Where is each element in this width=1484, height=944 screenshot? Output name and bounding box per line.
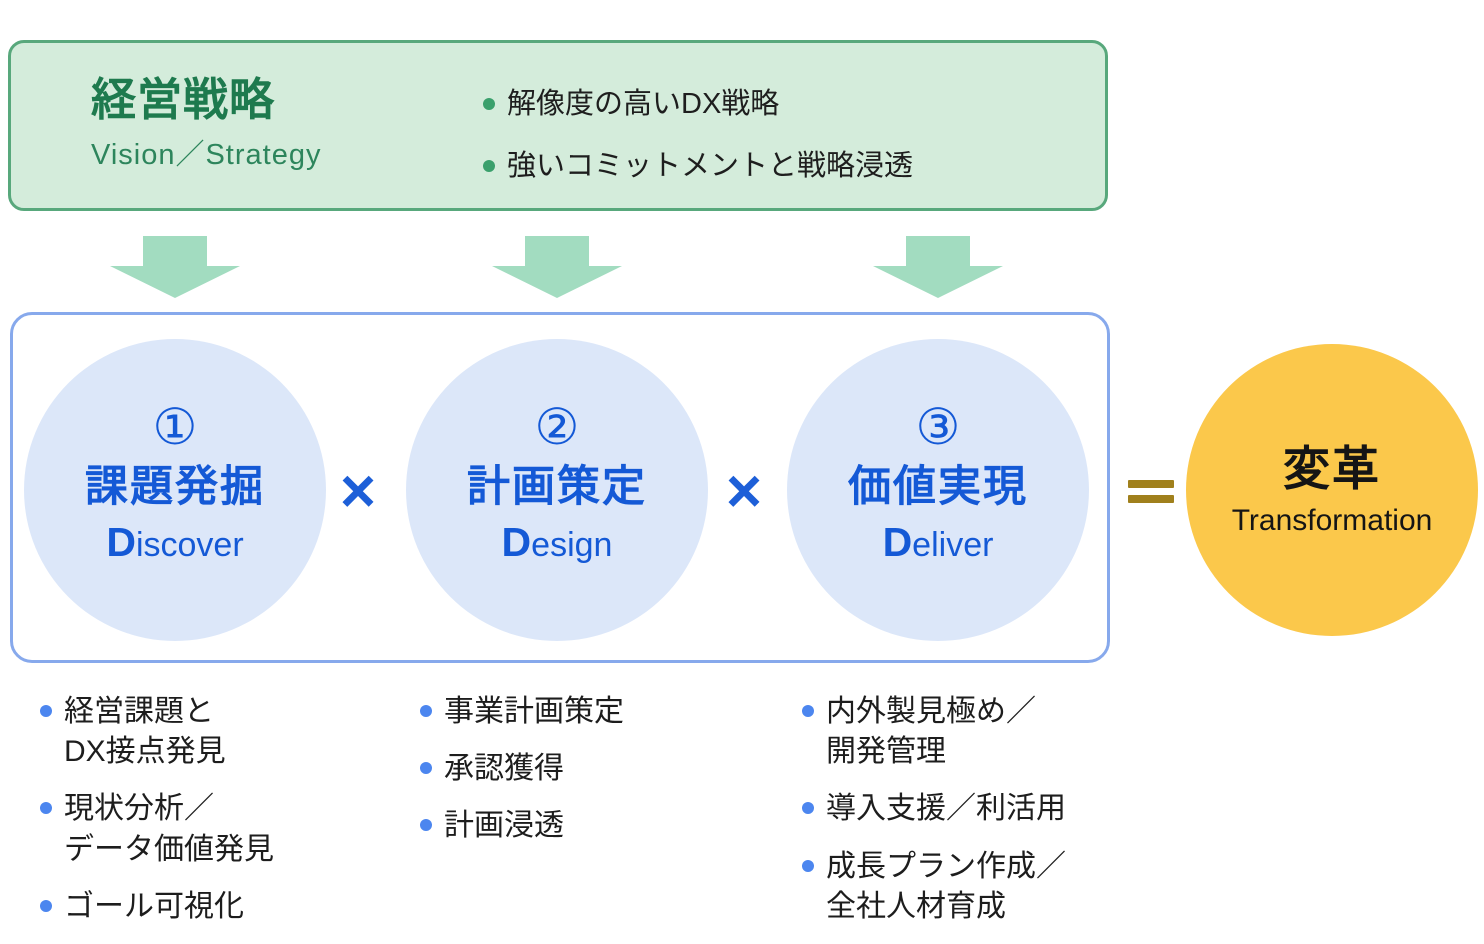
- deliver-bullet-list: 内外製見極め／開発管理導入支援／利活用成長プラン作成／全社人材育成: [802, 692, 1172, 944]
- list-item: 解像度の高いDX戦略: [483, 85, 913, 124]
- bullet-dot-icon: [420, 705, 432, 717]
- bullet-dot-icon: [420, 819, 432, 832]
- step-label: Discover: [106, 519, 243, 566]
- multiply-sign: ×: [339, 457, 377, 526]
- equals-sign: [1128, 480, 1174, 503]
- strategy-heading: 経営戦略 Vision／Strategy: [91, 75, 321, 173]
- list-item: 計画浸透: [420, 806, 790, 846]
- step-label-lead: D: [106, 519, 136, 566]
- bullet-text: 計画浸透: [444, 809, 564, 843]
- step-label-lead: D: [882, 519, 913, 566]
- step-title: 価値実現: [848, 462, 1028, 511]
- bullet-text: 現状分析／データ価値発見: [64, 792, 274, 866]
- step-title: 課題発掘: [85, 462, 265, 511]
- strategy-box: 経営戦略 Vision／Strategy 解像度の高いDX戦略強いコミットメント…: [8, 40, 1108, 211]
- bullet-dot-icon: [483, 98, 495, 110]
- bullet-text: 解像度の高いDX戦略: [507, 88, 780, 120]
- step-title: 計画策定: [467, 462, 647, 511]
- equals-bar: [1128, 495, 1174, 503]
- bullet-text: 承認獲得: [444, 752, 564, 786]
- bullet-text: ゴール可視化: [64, 889, 244, 923]
- list-item: 事業計画策定: [420, 692, 790, 732]
- step-label-rest: iscover: [135, 526, 244, 565]
- result-title: 変革: [1283, 441, 1381, 495]
- down-arrow-icon: [492, 236, 622, 298]
- list-item: 導入支援／利活用: [802, 789, 1172, 829]
- list-item: 現状分析／データ価値発見: [40, 789, 410, 869]
- equals-bar: [1128, 480, 1174, 488]
- step-number: ①: [152, 398, 198, 455]
- bullet-text: 成長プラン作成／全社人材育成: [826, 849, 1066, 923]
- strategy-title: 経営戦略: [91, 74, 276, 125]
- bullet-dot-icon: [483, 159, 495, 172]
- list-item: 強いコミットメントと戦略浸透: [483, 147, 913, 186]
- step-label-lead: D: [501, 519, 532, 566]
- step-circle-design: ② 計画策定 Design: [406, 339, 708, 641]
- bullet-dot-icon: [802, 705, 814, 717]
- bullet-text: 内外製見極め／開発管理: [826, 695, 1036, 769]
- result-subtitle: Transformation: [1231, 504, 1433, 538]
- design-bullet-list: 事業計画策定承認獲得計画浸透: [420, 692, 790, 864]
- bullet-dot-icon: [420, 762, 432, 775]
- step-label: Design: [502, 519, 613, 566]
- bullet-dot-icon: [802, 859, 814, 872]
- step-number: ②: [534, 398, 580, 455]
- bullet-text: 導入支援／利活用: [826, 792, 1066, 826]
- bullet-dot-icon: [40, 899, 52, 912]
- bullet-dot-icon: [40, 705, 52, 717]
- bullet-text: 強いコミットメントと戦略浸透: [507, 149, 914, 182]
- step-circle-deliver: ③ 価値実現 Deliver: [787, 339, 1089, 641]
- bullet-dot-icon: [40, 802, 52, 815]
- down-arrow-icon: [110, 236, 240, 298]
- list-item: 成長プラン作成／全社人材育成: [802, 847, 1172, 927]
- list-item: 内外製見極め／開発管理: [802, 692, 1172, 772]
- step-circle-discover: ① 課題発掘 Discover: [24, 339, 326, 641]
- step-label-rest: eliver: [912, 526, 994, 565]
- list-item: ゴール可視化: [40, 887, 410, 927]
- bullet-text: 事業計画策定: [444, 695, 624, 728]
- multiply-sign: ×: [725, 457, 763, 526]
- strategy-bullet-list: 解像度の高いDX戦略強いコミットメントと戦略浸透: [483, 85, 913, 209]
- list-item: 承認獲得: [420, 749, 790, 789]
- step-label: Deliver: [883, 519, 994, 566]
- bullet-dot-icon: [802, 802, 814, 815]
- step-number: ③: [915, 398, 961, 455]
- down-arrow-icon: [873, 236, 1003, 298]
- strategy-subtitle: Vision／Strategy: [91, 138, 322, 171]
- result-circle-transformation: 変革 Transformation: [1186, 344, 1478, 636]
- step-label-rest: esign: [531, 526, 613, 565]
